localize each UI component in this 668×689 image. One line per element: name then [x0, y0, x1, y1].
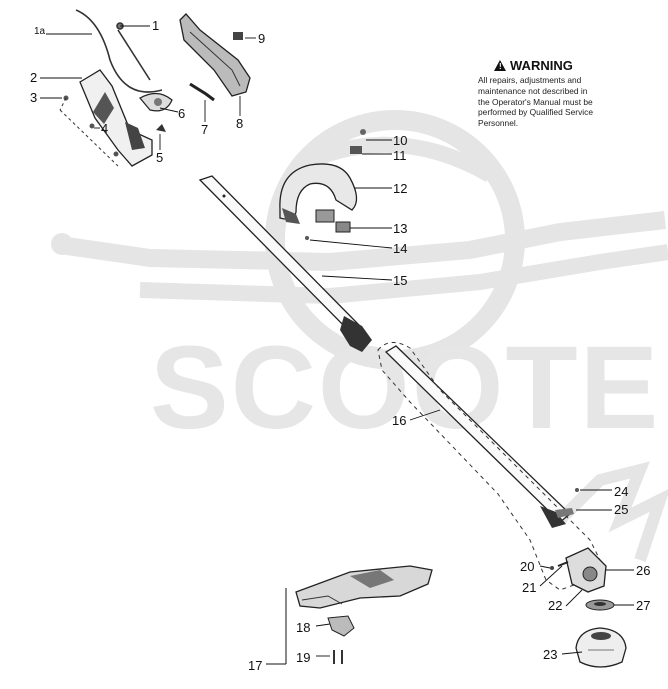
- callout-19: 19: [296, 650, 310, 665]
- warning-line: All repairs, adjustments and: [478, 75, 582, 85]
- warning-title: ! WARNING: [478, 58, 628, 73]
- part-trimmer-head: [575, 627, 627, 668]
- callout-25: 25: [614, 502, 628, 517]
- callout-labels: 1a 1 2 3 4 5 6 7 8 9 10 11 12 13 14 15 1…: [30, 18, 650, 673]
- part-fasteners-20-21-22: [550, 561, 569, 570]
- part-throttle-cable: [75, 9, 163, 93]
- warning-line: Personnel.: [478, 118, 519, 129]
- warning-line: performed by Qualified Service: [478, 107, 593, 118]
- watermark-handlebar: [58, 211, 667, 272]
- warning-line: maintenance not described in: [478, 85, 588, 96]
- part-nut-14: [305, 236, 309, 240]
- callout-1: 1: [152, 18, 159, 33]
- part-washer-27: [585, 599, 615, 611]
- callout-17: 17: [248, 658, 262, 673]
- part-assist-handle: [279, 163, 358, 224]
- callout-9: 9: [258, 31, 265, 46]
- part-handle-right-half: [179, 13, 251, 97]
- callout-10: 10: [393, 133, 407, 148]
- callout-6: 6: [178, 106, 185, 121]
- part-trigger: [139, 92, 173, 112]
- part-upper-shaft: [198, 175, 372, 352]
- callout-22: 22: [548, 598, 562, 613]
- part-spring: [189, 82, 215, 102]
- callout-11: 11: [393, 148, 407, 163]
- warning-body: All repairs, adjustments and maintenance…: [478, 75, 628, 129]
- callout-24: 24: [614, 484, 628, 499]
- callout-27: 27: [636, 598, 650, 613]
- callout-16: 16: [392, 413, 406, 428]
- callout-8: 8: [236, 116, 243, 131]
- part-screws-19: [333, 650, 343, 664]
- part-gear-head: [565, 547, 607, 593]
- warning-line: the Operator's Manual must be: [478, 96, 593, 107]
- callout-26: 26: [636, 563, 650, 578]
- part-clamp-13: [335, 221, 351, 233]
- callout-21: 21: [522, 580, 536, 595]
- part-guard: [295, 565, 433, 609]
- callout-13: 13: [393, 221, 407, 236]
- callout-5: 5: [156, 150, 163, 165]
- warning-triangle-icon: !: [494, 60, 506, 71]
- part-nut-9: [233, 32, 243, 40]
- callout-1a: 1a: [34, 26, 46, 37]
- part-handle-hardware-10-11: [350, 129, 366, 154]
- part-screws-3-4: [59, 95, 119, 167]
- warning-notice: ! WARNING All repairs, adjustments and m…: [478, 58, 628, 129]
- callout-15: 15: [393, 273, 407, 288]
- callout-3: 3: [30, 90, 37, 105]
- leader-lines: [40, 25, 634, 665]
- part-handle-housing: [79, 69, 153, 167]
- callout-14: 14: [393, 241, 407, 256]
- part-pin-5: [156, 124, 166, 132]
- watermark-text: SCOOTER: [150, 322, 668, 454]
- callout-12: 12: [393, 181, 407, 196]
- callout-18: 18: [296, 620, 310, 635]
- callout-4: 4: [101, 121, 108, 136]
- warning-title-text: WARNING: [510, 58, 573, 73]
- callout-23: 23: [543, 647, 557, 662]
- part-bracket-25: [555, 508, 574, 518]
- part-clip-18: [327, 615, 355, 637]
- callout-20: 20: [520, 559, 534, 574]
- callout-2: 2: [30, 70, 37, 85]
- callout-7: 7: [201, 122, 208, 137]
- part-screw-24: [575, 488, 579, 492]
